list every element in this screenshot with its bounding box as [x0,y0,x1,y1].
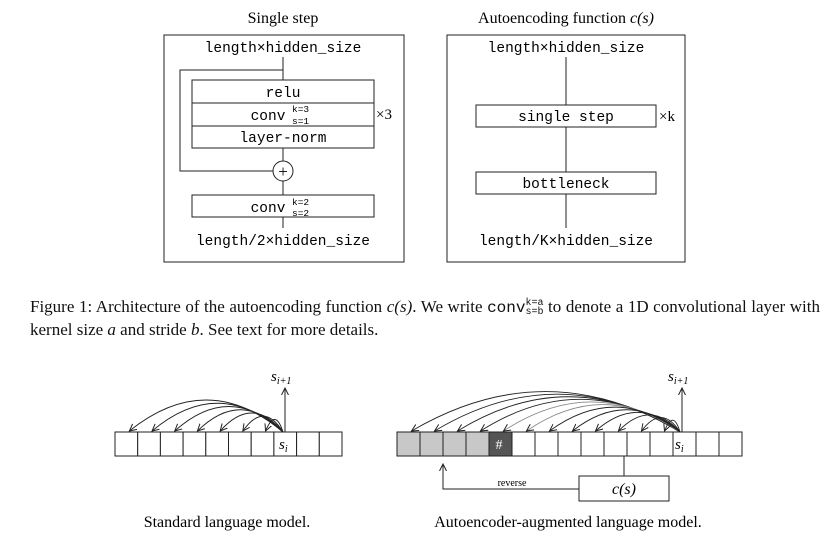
ae-lm-next-token: si+1 [668,369,688,387]
single-step-title: Single step [248,10,319,27]
input-shape-label: length×hidden_size [205,41,362,57]
ae-lm-attention-arcs [412,391,681,433]
code-cell [419,431,444,457]
ae-lm-caption: Autoencoder-augmented language model. [434,514,702,531]
sequence-cell [159,431,184,457]
reverse-arrow [443,464,579,490]
sequence-cell [228,431,252,457]
sequence-cell [511,431,536,457]
code-cell [465,431,490,457]
single-step-frame [163,34,405,263]
attention-arc [220,412,284,433]
sequence-cell [114,431,139,457]
autoencoding-title: Autoencoding function c(s) [478,10,654,27]
attention-arc [665,419,681,433]
ae-lm-current-token: si [675,437,684,455]
conv-k3-s1-layer: conv [251,109,286,125]
separator-token: # [496,438,503,453]
sequence-cell [649,431,674,457]
attention-arc [504,401,681,433]
output-shape-label: length/2×hidden_size [196,234,370,250]
figure-1-caption: Figure 1: Architecture of the autoencodi… [30,297,820,339]
sequence-cell [534,431,559,457]
sequence-cell [296,431,320,457]
code-cell [442,431,467,457]
attention-arc [550,406,681,433]
code-cell [396,431,421,457]
sequence-cell [250,431,275,457]
attention-arc [458,396,681,433]
layer-stack [191,79,375,149]
residual-connection [179,69,283,172]
ae-augmented-lm-diagram: # si+1 si c(s) reverse Autoencoder-augme… [396,369,743,531]
standard-lm-next-token: si+1 [271,369,291,387]
standard-lm-caption: Standard language model. [144,514,311,531]
attention-arc [129,399,284,433]
attention-arc [642,417,681,433]
standard-lm-sequence [114,431,343,457]
sequence-cell [318,431,343,457]
sequence-cell [626,431,651,457]
sequence-cell [718,431,743,457]
sequence-cell [603,431,628,457]
layer-norm-layer: layer-norm [239,131,326,147]
attention-arc [527,404,681,433]
conv-s1-sub: s=1 [292,116,309,127]
attention-arc [152,402,284,433]
attention-arc [412,391,681,433]
attention-arc [573,409,681,433]
standard-lm-attention-arcs [129,399,284,433]
autoencoder-box [578,475,670,502]
sequence-cell [695,431,720,457]
attention-arc [243,415,284,433]
plus-sign: + [278,162,288,181]
attention-arc [596,412,681,433]
autoencoding-frame [446,34,686,263]
standard-lm-current-token: si [279,437,288,455]
sequence-cell [205,431,230,457]
attention-arc [197,409,284,433]
conv-s2-sub: s=2 [292,208,309,219]
conv-k2-sup: k=2 [292,197,309,208]
sequence-cell [557,431,582,457]
ae-lm-sequence [396,431,743,457]
conv-k2-s2-layer: conv [251,201,286,217]
repeat-xk: ×k [659,109,675,125]
single-step-block: single step [518,110,614,126]
attention-arc [619,414,681,433]
ae-input-shape-label: length×hidden_size [488,41,645,57]
conv-k3-sup: k=3 [292,104,309,115]
attention-arc [175,406,284,433]
single-step-panel: Single step length×hidden_size relu conv… [163,10,405,263]
sequence-cell [182,431,207,457]
sequence-cell [580,431,605,457]
autoencoder-function-label: c(s) [612,481,636,498]
sequence-cell [137,431,161,457]
reverse-label: reverse [498,478,527,489]
bottleneck-block: bottleneck [522,177,609,193]
repeat-x3: ×3 [376,107,392,123]
ae-output-shape-label: length/K×hidden_size [479,234,653,250]
autoencoding-panel: Autoencoding function c(s) length×hidden… [446,10,686,263]
relu-layer: relu [266,86,301,102]
attention-arc [266,419,284,433]
standard-lm-diagram: si+1 si Standard language model. [114,369,343,531]
